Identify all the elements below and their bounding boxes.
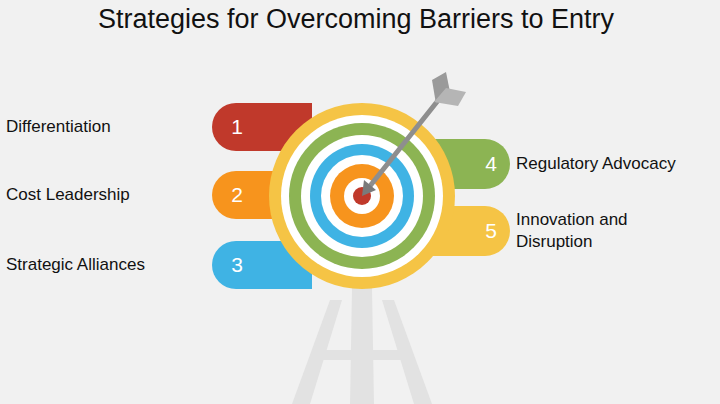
callout-number: 1 [222,116,252,138]
target-stand [292,288,432,404]
strategy-label: Strategic Alliances [6,254,204,276]
arrow [362,72,466,196]
callout-number: 3 [222,254,252,276]
strategy-label: Differentiation [6,116,204,138]
target-rings [269,103,455,289]
strategy-label: Cost Leadership [6,184,204,206]
strategy-label: Regulatory Advocacy [516,153,691,175]
strategy-label: Innovation and Disruption [516,209,691,253]
callout-number: 5 [476,220,506,242]
callout-number: 2 [222,184,252,206]
strategy-tab: Cost Leadership 2 [6,171,312,219]
strategy-tab: Strategic Alliances 3 [6,241,312,289]
diagram-title: Strategies for Overcoming Barriers to En… [0,4,712,35]
strategy-tab: 5 Innovation and Disruption [412,206,714,256]
strategy-tab: 4 Regulatory Advocacy [412,139,714,189]
callout-number: 4 [476,153,506,175]
strategy-tab: Differentiation 1 [6,103,312,151]
